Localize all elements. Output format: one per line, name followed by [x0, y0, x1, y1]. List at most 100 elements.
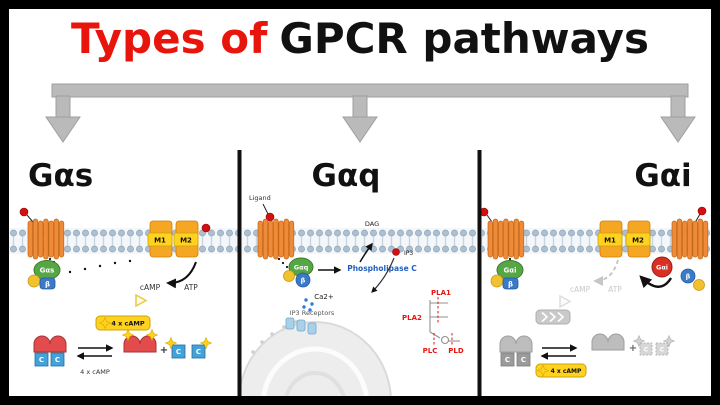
gas-pka-c2-box: [50, 352, 65, 367]
gas-atp-label: ATP: [184, 283, 198, 292]
divider-right: [477, 150, 482, 397]
gaq-ip3-receptor-2: [296, 319, 306, 332]
gas-plus-sign: +: [160, 345, 168, 356]
gai-atp-to-camp-arrow-gray: [593, 259, 619, 286]
gaq-g-protein: Gαq β: [277, 257, 314, 288]
gai-inhibition-arrow: [639, 275, 673, 289]
gai-chevrons-icon: [541, 311, 565, 323]
gaq-pla1-label: PLA1: [431, 289, 451, 297]
gas-pka-c2-label: C: [55, 356, 60, 364]
gaq-ip3-receptor-1: [285, 317, 295, 330]
gas-m2-label: M2: [180, 237, 192, 245]
gai-camp-box: [535, 363, 587, 378]
gas-ac-red-dot: [201, 223, 211, 233]
gai-pka-c3-label: C: [644, 346, 649, 354]
gas-m1-label: M1: [154, 237, 166, 245]
branch-arrows: [45, 83, 696, 143]
title-gpcr-pathways: GPCR pathways: [279, 14, 649, 63]
gaq-pld-label: PLD: [448, 347, 464, 355]
gai-active-alpha: [651, 256, 673, 278]
gai-beta-right: [680, 268, 696, 284]
gaq-phospholipid-cleavage: PLA1 PLA2 PLC PLD: [402, 289, 464, 355]
gai-pka-c4-label: C: [660, 346, 665, 354]
gai-gpcr-receptor-right: [671, 218, 709, 260]
gaq-ip3r-label: IP3 Receptors: [290, 309, 335, 317]
gas-pka-regulatory-active: [123, 335, 157, 353]
panel-gas: Gαs Gαs β M1 M2: [9, 158, 238, 376]
gas-camp-box-label: 4 x cAMP: [111, 320, 145, 328]
gai-gamma-right: [693, 279, 705, 291]
gaq-panel-title: Gαq: [312, 158, 381, 194]
gai-g-beta-label: β: [508, 281, 513, 289]
gas-signal-trail: [68, 259, 132, 274]
gas-g-gamma: [27, 274, 41, 288]
gai-camp-inhibited: cAMP ATP: [559, 259, 622, 309]
gai-pka-c2-label: C: [521, 356, 526, 364]
gas-pka-regulatory-inactive: [33, 335, 67, 353]
gai-g-gamma: [490, 274, 504, 288]
gaq-g-beta-label: β: [301, 277, 306, 285]
gai-g-protein: Gαi β: [490, 257, 524, 290]
gaq-g-gamma: [283, 270, 295, 282]
gaq-dag-label: DAG: [365, 220, 379, 228]
gai-pka-regulatory-free: [591, 333, 625, 351]
gaq-ligand-label: Ligand: [249, 194, 271, 202]
gas-ligand: [19, 207, 34, 223]
gai-pka-regulatory-inactive: [499, 335, 533, 353]
gas-pka-activation: 4 x cAMP C C 4 x cAMP + C C: [33, 315, 212, 376]
branch-bar: [51, 83, 689, 98]
gas-camp-reaction: cAMP ATP: [135, 261, 198, 308]
gaq-ca-label: Ca2+: [314, 293, 334, 301]
gai-g-alpha-label: Gαi: [504, 267, 517, 275]
gas-pka-c4-box: [191, 344, 206, 359]
gas-g-alpha-label: Gαs: [40, 267, 55, 275]
gas-g-beta-label: β: [45, 281, 50, 289]
gaq-ip3-dot: [392, 248, 400, 256]
gas-camp-box: [95, 315, 151, 331]
gai-g-beta: [502, 277, 519, 290]
gas-ligand-dot: [19, 207, 29, 217]
gas-g-beta: [39, 277, 56, 290]
gas-adenylyl-cyclase: M1 M2: [147, 220, 211, 258]
gai-pka-c4-box: [655, 342, 669, 356]
gai-active-complex: β Gαi: [639, 256, 705, 291]
gai-pka-c2-box: [516, 352, 531, 367]
gaq-gpcr-receptor: [257, 218, 295, 260]
gas-g-protein: Gαs β: [27, 257, 61, 290]
gai-receptor-right: [695, 206, 707, 222]
gas-pka-c4-label: C: [196, 348, 201, 356]
gai-pka-c1-box: [500, 352, 515, 367]
gai-camp-label: cAMP: [570, 285, 591, 294]
down-arrow-right-icon: [660, 95, 696, 143]
gai-ligand-dot-right: [697, 206, 707, 216]
gas-camp-triangle-icon: [135, 293, 148, 308]
title-types-of: Types of: [71, 14, 268, 63]
gai-beta-right-label: β: [686, 273, 691, 281]
gaq-ip3-path-arrow: [371, 257, 395, 293]
gai-camp-box-label: 4 x cAMP: [551, 368, 582, 375]
gai-pka-inactive: C C 4 x cAMP + C C: [499, 309, 675, 378]
gas-panel-title: Gαs: [28, 158, 93, 194]
down-arrow-left-icon: [45, 95, 81, 143]
gaq-cleavage-sites: [433, 297, 453, 345]
gas-gpcr-receptor: [27, 218, 65, 260]
gas-pka-c1-label: C: [39, 356, 44, 364]
gaq-plc-enzyme-label: Phospholipase C: [347, 264, 417, 273]
gai-adenylyl-cyclase: M1 M2: [597, 220, 651, 258]
gas-camp-release-label: 4 x cAMP: [80, 368, 110, 376]
gas-pka-c3-box: [171, 344, 186, 359]
gai-m1-label: M1: [604, 237, 616, 245]
gaq-g-beta: [295, 272, 311, 288]
gaq-plc-label: PLC: [423, 347, 438, 355]
gaq-ip3-receptor-3: [307, 322, 317, 335]
divider-left: [237, 150, 242, 397]
gai-m2-label: M2: [632, 237, 644, 245]
gaq-phospholipid-skeleton: [429, 300, 460, 345]
gai-camp-triangle-icon: [559, 294, 572, 309]
gai-panel-title: Gαi: [634, 158, 691, 194]
gai-pka-c1-label: C: [505, 356, 510, 364]
gaq-pla2-label: PLA2: [402, 314, 422, 322]
